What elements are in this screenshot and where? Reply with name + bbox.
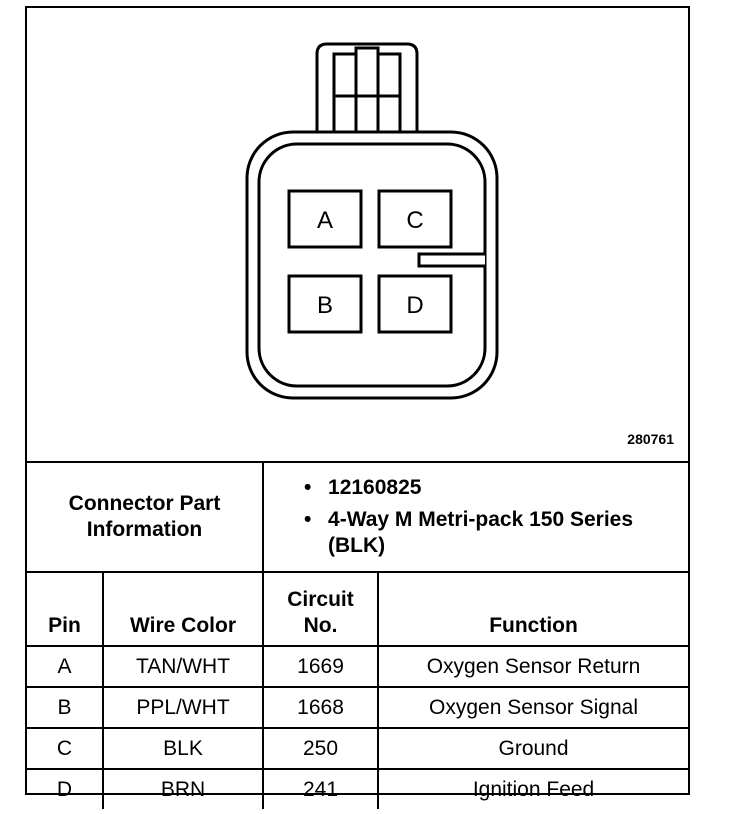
header-pin: Pin [27,571,104,647]
cell-circuit-no: 241 [262,768,380,809]
latch-slot-center [354,46,380,140]
header-wire-color: Wire Color [101,571,265,647]
connector-info-label: Connector Part Information [27,461,265,573]
connector-info-row: Connector Part Information 12160825 4-Wa… [27,461,689,573]
cell-pin: A [27,645,104,688]
cell-function: Oxygen Sensor Return [377,645,689,688]
cell-wire-color: TAN/WHT [101,645,265,688]
cell-pin: B [27,686,104,729]
table-row: B PPL/WHT 1668 Oxygen Sensor Signal [27,686,689,729]
cell-function: Ground [377,727,689,770]
table-header-row: Pin Wire Color Circuit No. Function [27,571,689,647]
pin-cavity-c [377,189,453,249]
header-circuit-no: Circuit No. [262,571,380,647]
header-function: Function [377,571,689,647]
connector-keyway [417,252,485,268]
connector-diagram: A C B D 280761 [27,8,688,461]
cell-wire-color: BRN [101,768,265,809]
table-row: C BLK 250 Ground [27,727,689,770]
connector-latch [315,42,419,136]
connector-description: 4-Way M Metri-pack 150 Series (BLK) [304,507,688,559]
connector-info-values: 12160825 4-Way M Metri-pack 150 Series (… [262,461,689,573]
pin-label-d: D [406,292,423,319]
connector-drawing: A C B D [245,42,499,400]
pin-cavity-d [377,274,453,334]
table-row: A TAN/WHT 1669 Oxygen Sensor Return [27,645,689,688]
cell-function: Oxygen Sensor Signal [377,686,689,729]
pin-label-a: A [317,207,333,234]
connector-table: Connector Part Information 12160825 4-Wa… [27,461,689,809]
cell-wire-color: BLK [101,727,265,770]
figure-number: 280761 [627,431,674,447]
pin-label-c: C [406,207,423,234]
cell-wire-color: PPL/WHT [101,686,265,729]
pin-cavity-a [287,189,363,249]
cell-circuit-no: 1668 [262,686,380,729]
connector-figure-frame: A C B D 280761 Connector Part Informatio… [25,6,690,809]
connector-part-number: 12160825 [304,475,688,501]
cell-circuit-no: 1669 [262,645,380,688]
pin-cavity-b [287,274,363,334]
cell-function: Ignition Feed [377,768,689,809]
pin-label-b: B [317,292,333,319]
cell-circuit-no: 250 [262,727,380,770]
cell-pin: C [27,727,104,770]
cell-pin: D [27,768,104,809]
table-row: D BRN 241 Ignition Feed [27,768,689,809]
